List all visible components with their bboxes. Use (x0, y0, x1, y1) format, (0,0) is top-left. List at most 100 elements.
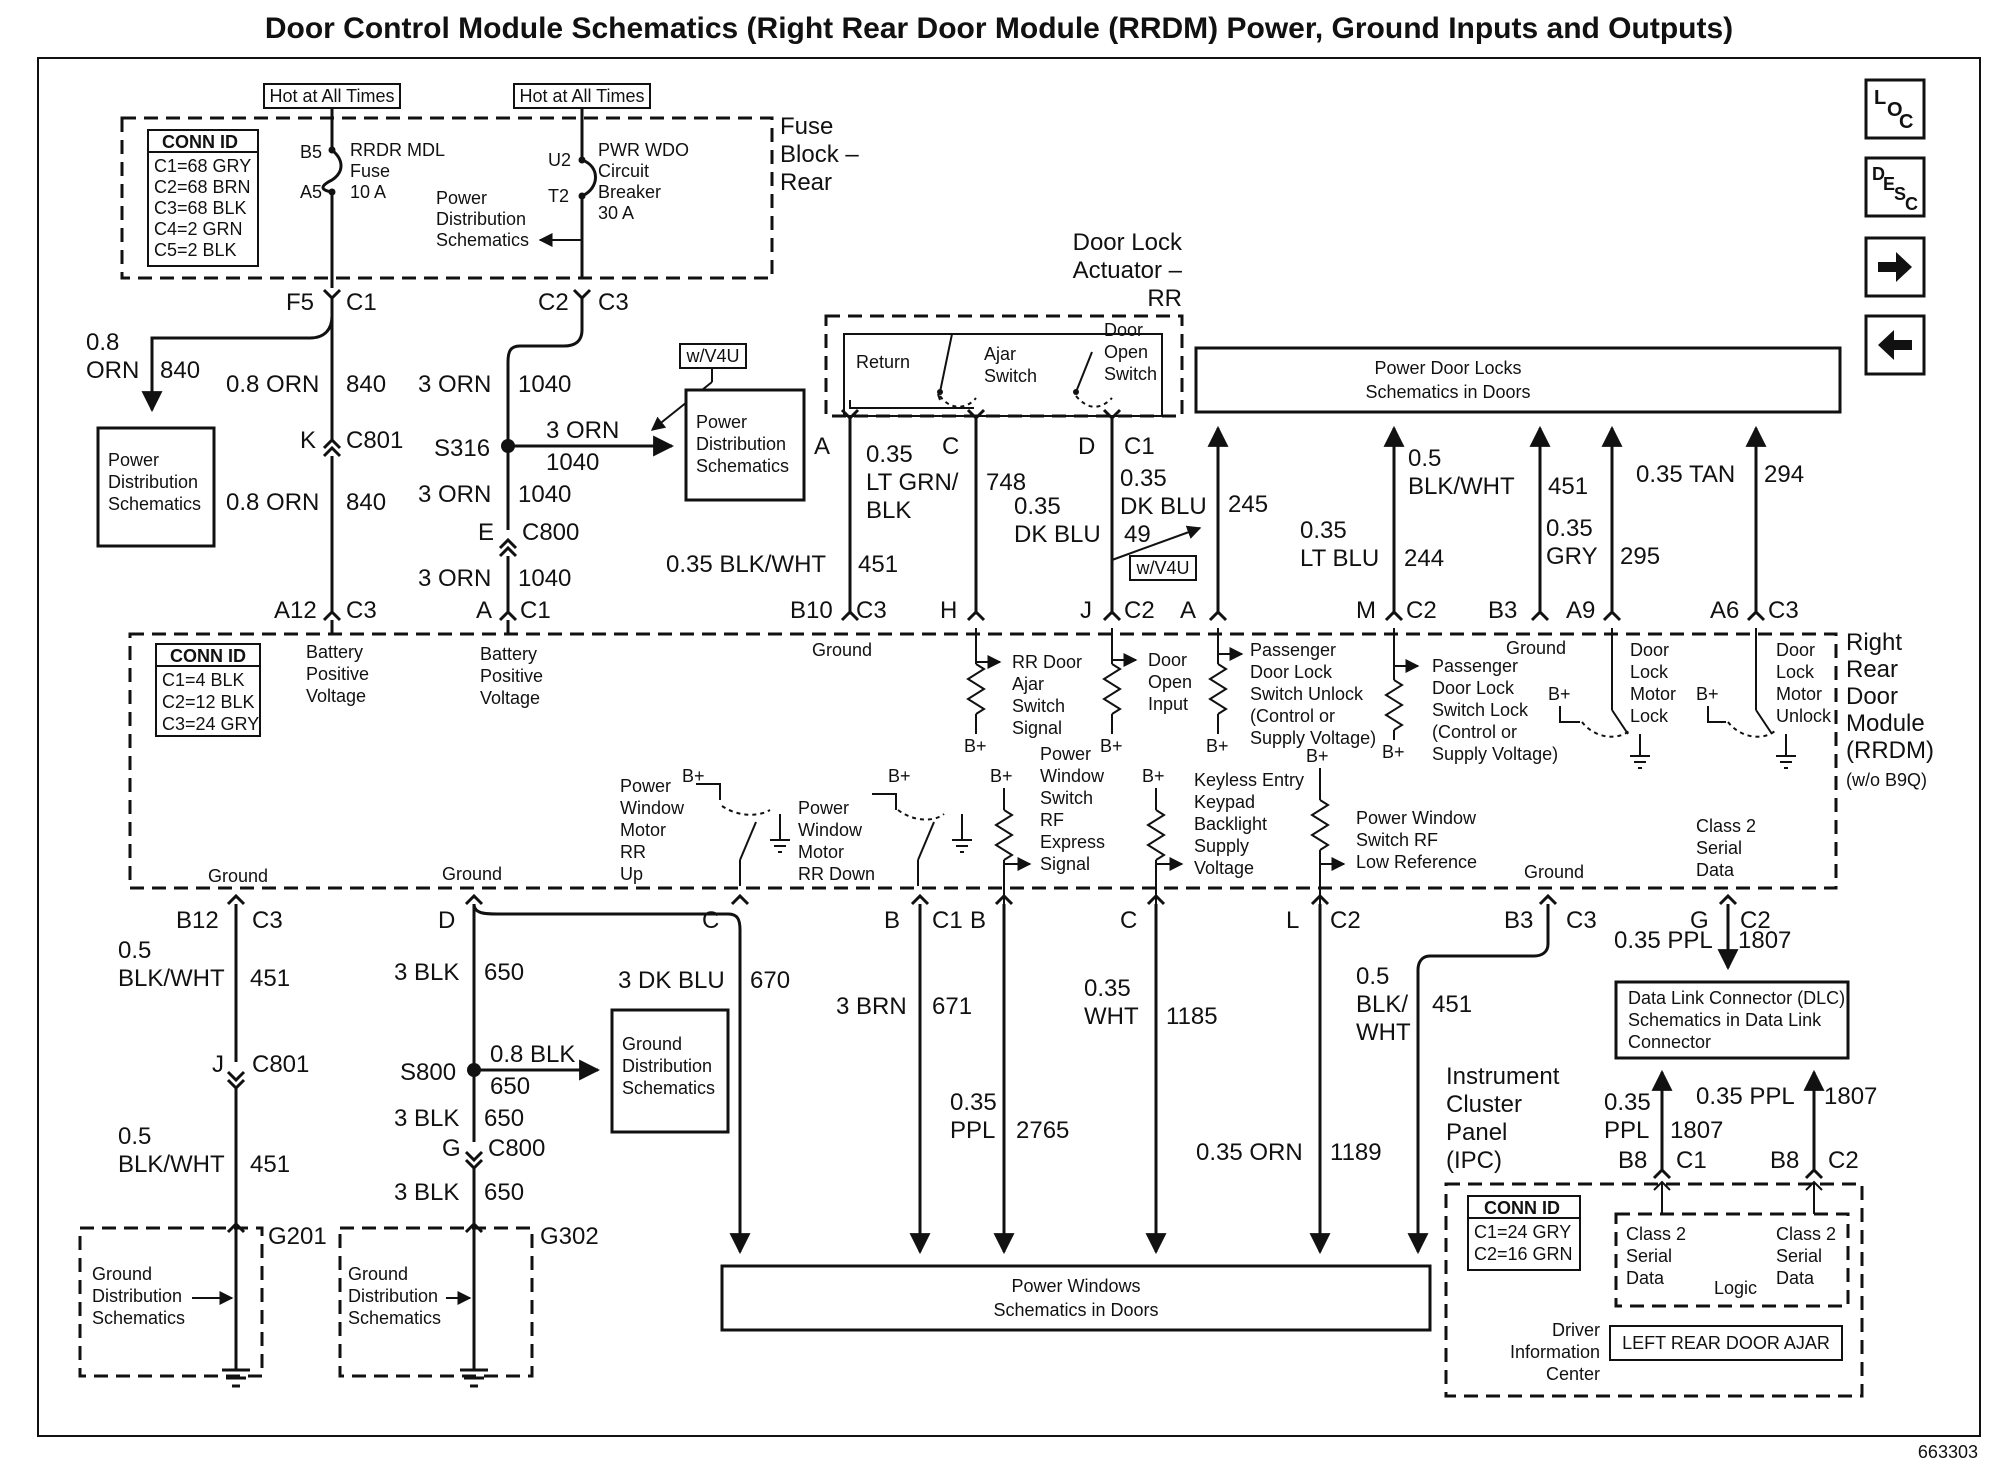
rrdm-label: Right Rear Door Module (RRDM) (w/o B9Q) (1846, 629, 1934, 790)
svg-text:Door Lock: Door Lock (1250, 662, 1333, 682)
svg-text:Rear: Rear (1846, 656, 1898, 683)
ground-distribution-ref-1[interactable]: Ground (92, 1264, 152, 1284)
data-link-connector-ref[interactable]: Data Link Connector (DLC) Schematics in … (1614, 980, 1850, 1060)
svg-text:T2: T2 (548, 186, 569, 206)
svg-text:L: L (1286, 907, 1299, 934)
svg-text:J: J (1080, 597, 1092, 624)
svg-text:LT GRN/: LT GRN/ (866, 469, 959, 496)
circuit-breaker-label: PWR WDO (598, 140, 689, 160)
svg-text:1807: 1807 (1738, 927, 1791, 954)
passenger-unlock-resistor: B+ (1206, 628, 1244, 756)
svg-text:B8: B8 (1618, 1147, 1647, 1174)
svg-text:451: 451 (858, 551, 898, 578)
svg-text:K: K (300, 427, 316, 454)
svg-text:C1=24 GRY: C1=24 GRY (1474, 1222, 1571, 1242)
svg-text:0.8 ORN: 0.8 ORN (226, 371, 319, 398)
svg-text:C3: C3 (856, 597, 887, 624)
svg-text:Serial: Serial (1776, 1246, 1822, 1266)
power-distribution-ref-2[interactable]: Power Distribution Schematics (96, 426, 216, 548)
outer-frame (37, 57, 1981, 1437)
passenger-lock-label: Passenger (1432, 656, 1518, 676)
svg-text:748: 748 (986, 469, 1026, 496)
svg-text:670: 670 (750, 967, 790, 994)
ground-distribution-ref-3[interactable]: Ground (348, 1264, 408, 1284)
door-lock-motor-unlock-label: Door (1776, 640, 1815, 660)
svg-text:Data: Data (1776, 1268, 1815, 1288)
svg-text:D: D (438, 907, 455, 934)
svg-text:U2: U2 (548, 150, 571, 170)
svg-text:3 DK BLU: 3 DK BLU (618, 967, 725, 994)
power-windows-ref[interactable]: Power Windows Schematics in Doors (720, 1264, 1432, 1332)
passenger-lock-resistor: B+ (1382, 628, 1420, 762)
next-button[interactable] (1864, 236, 1926, 298)
svg-text:3 ORN: 3 ORN (418, 481, 491, 508)
svg-text:G: G (1690, 907, 1709, 934)
arrow-left-icon (1878, 330, 1912, 360)
ground-symbol (770, 839, 790, 853)
power-door-locks-ref[interactable]: Power Door Locks Schematics in Doors (1194, 346, 1842, 414)
power-distribution-ref-3[interactable]: Power Distribution Schematics (684, 388, 806, 502)
loc-button[interactable]: L O C (1864, 78, 1926, 140)
ipc-logic-block (1614, 1212, 1850, 1308)
svg-text:G201: G201 (268, 1223, 327, 1250)
svg-text:D: D (1078, 433, 1095, 460)
svg-text:C: C (1120, 907, 1137, 934)
keyless-backlight-resistor: B+ (1142, 766, 1184, 904)
svg-text:Circuit: Circuit (598, 161, 649, 181)
power-distribution-ref-1[interactable]: Power (436, 188, 487, 208)
connector-c800 (498, 537, 518, 558)
svg-text:(Control or: (Control or (1250, 706, 1335, 726)
svg-text:B12: B12 (176, 907, 219, 934)
svg-text:0.35: 0.35 (1084, 975, 1131, 1002)
svg-text:B: B (884, 907, 900, 934)
dic-message-display: LEFT REAR DOOR AJAR (1609, 1325, 1843, 1361)
svg-text:Schematics in Doors: Schematics in Doors (993, 1300, 1158, 1320)
svg-text:1040: 1040 (518, 565, 571, 592)
svg-text:Schematics: Schematics (622, 1078, 715, 1098)
svg-text:C3: C3 (598, 289, 629, 316)
fuse-pin-b5: B5 (300, 142, 322, 162)
svg-text:B+: B+ (1548, 684, 1571, 704)
ground-distribution-ref-2[interactable]: Ground Distribution Schematics (610, 1008, 730, 1134)
svg-text:D: D (1872, 164, 1885, 184)
ground-label-1: Ground (208, 866, 268, 886)
svg-text:Information: Information (1510, 1342, 1600, 1362)
svg-text:H: H (940, 597, 957, 624)
svg-text:Window: Window (798, 820, 863, 840)
svg-text:O: O (1887, 99, 1903, 121)
svg-text:0.5: 0.5 (118, 937, 151, 964)
svg-text:C1: C1 (1676, 1147, 1707, 1174)
ipc-class2-serial-data-left: Class 2 (1626, 1224, 1686, 1244)
svg-text:Data: Data (1696, 860, 1735, 880)
svg-text:Distribution: Distribution (348, 1286, 438, 1306)
svg-text:Positive: Positive (306, 664, 369, 684)
svg-text:Motor: Motor (620, 820, 666, 840)
desc-button[interactable]: D E S C (1864, 156, 1926, 218)
power-window-down-relay: B+ (872, 766, 972, 886)
svg-text:RR: RR (1147, 285, 1182, 312)
svg-text:Window: Window (620, 798, 685, 818)
svg-text:30 A: 30 A (598, 203, 634, 223)
svg-text:Open: Open (1148, 672, 1192, 692)
svg-text:Express: Express (1040, 832, 1105, 852)
svg-text:1807: 1807 (1824, 1083, 1877, 1110)
option-tag-v4u-2: w/V4U (1129, 555, 1197, 581)
svg-text:C2: C2 (538, 289, 569, 316)
svg-text:L: L (1874, 87, 1886, 109)
svg-text:B+: B+ (1382, 742, 1405, 762)
svg-text:(RRDM): (RRDM) (1846, 737, 1934, 764)
svg-text:A: A (476, 597, 492, 624)
svg-text:Right: Right (1846, 629, 1902, 656)
svg-text:Open: Open (1104, 342, 1148, 362)
driver-information-center-label: Driver (1552, 1320, 1600, 1340)
ground-label-top: Ground (812, 640, 872, 660)
svg-text:C2: C2 (1124, 597, 1155, 624)
prev-button[interactable] (1864, 314, 1926, 376)
svg-text:0.5: 0.5 (118, 1123, 151, 1150)
svg-text:Ground: Ground (622, 1034, 682, 1054)
svg-text:C1: C1 (520, 597, 551, 624)
svg-text:RR: RR (620, 842, 646, 862)
svg-text:0.8 BLK: 0.8 BLK (490, 1041, 575, 1068)
ground-g201-icon (222, 1368, 250, 1388)
svg-text:Distribution: Distribution (696, 434, 786, 454)
